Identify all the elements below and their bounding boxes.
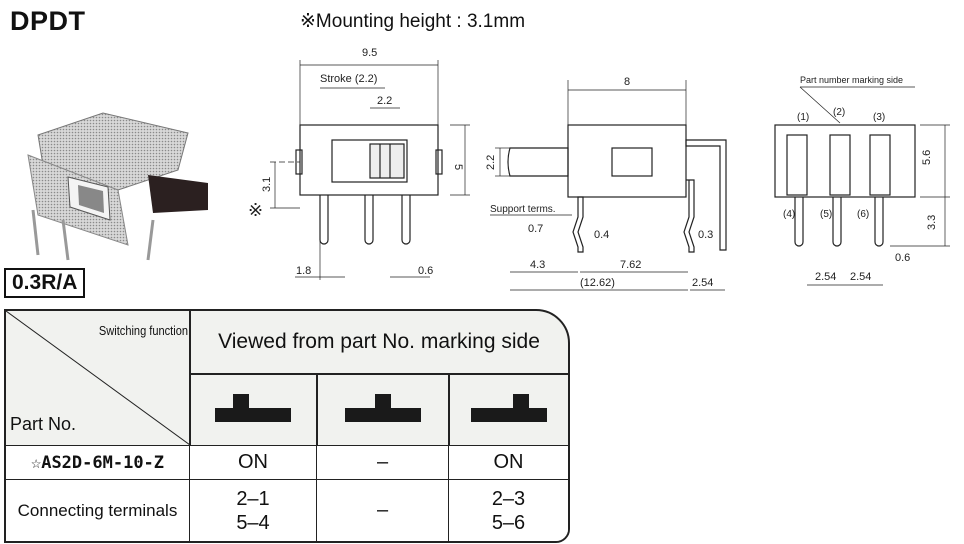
dim-0-4: 0.4	[594, 229, 609, 241]
part-number-cell: ☆AS2D-6M-10-Z	[6, 446, 189, 479]
end-view-drawing: Part number marking side (1) (2) (3) (4)…	[774, 75, 950, 286]
mount-mark: ※	[248, 200, 263, 220]
position-left-icon	[190, 373, 316, 445]
row1-right-value: ON	[449, 446, 568, 479]
mounting-height-note: ※Mounting height : 3.1mm	[300, 11, 526, 32]
dim-width: 9.5	[362, 47, 377, 59]
product-photo	[27, 112, 208, 261]
connecting-terminals-label: Connecting terminals	[6, 480, 189, 541]
terminal-pair: 5–4	[236, 511, 270, 534]
terminal-pair: 2–1	[236, 487, 270, 510]
dim-4-3: 4.3	[530, 259, 545, 271]
dim-pin-width: 0.6	[418, 265, 433, 277]
page-title: DPDT	[10, 6, 86, 36]
dim-pitch-1: 2.54	[815, 271, 836, 283]
terminal-2: (2)	[833, 107, 845, 118]
side-view-drawing: 8 2.2 Support terms. 0.7 0.4 0.3 4.3 7.6…	[485, 76, 727, 291]
dim-5-6: 5.6	[921, 150, 933, 165]
dim-length: 8	[624, 76, 630, 88]
dim-stroke: Stroke (2.2)	[320, 73, 377, 85]
dim-pitch-2: 2.54	[850, 271, 871, 283]
dim-knob-width: 2.2	[377, 95, 392, 107]
dim-height: 5	[452, 164, 464, 170]
dim-0-7: 0.7	[528, 223, 543, 235]
marking-side-label: Part number marking side	[800, 75, 903, 85]
row2-left-value: 2–1 5–4	[190, 480, 316, 541]
dim-7-62: 7.62	[620, 259, 641, 271]
dim-12-62: (12.62)	[580, 277, 615, 289]
terminal-3: (3)	[873, 112, 885, 123]
terminal-4: (4)	[783, 209, 795, 220]
dim-pin-offset: 1.8	[296, 265, 311, 277]
terminal-pair: 2–3	[491, 487, 526, 510]
corner-part-no: Part No.	[10, 413, 77, 434]
terminal-pair: 5–6	[491, 511, 526, 534]
dim-3-3: 3.3	[926, 215, 938, 230]
dim-knob-height: 2.2	[485, 155, 497, 170]
terminal-6: (6)	[857, 209, 869, 220]
corner-diagonal	[6, 311, 190, 445]
table-header: Viewed from part No. marking side	[218, 330, 540, 353]
dim-mount-height: 3.1	[261, 177, 273, 192]
front-view-drawing: 9.5 Stroke (2.2) 2.2 5 3.1 ※ 1.8 0.6	[248, 47, 470, 280]
dim-2-54: 2.54	[692, 277, 713, 289]
row2-center-value: –	[317, 480, 448, 541]
rating-badge: 0.3R/A	[4, 268, 86, 298]
support-terms-label: Support terms.	[490, 204, 556, 215]
dim-0-3: 0.3	[698, 229, 713, 241]
terminal-5: (5)	[820, 209, 832, 220]
actuator-knob	[148, 175, 208, 213]
terminal-1: (1)	[797, 112, 809, 123]
row2-right-value: 2–3 5–6	[449, 480, 568, 541]
dim-pin-width: 0.6	[895, 252, 910, 264]
slider	[78, 185, 104, 213]
corner-switching-function: Switching function	[98, 322, 188, 338]
row1-center-value: –	[317, 446, 448, 479]
row1-left-value: ON	[190, 446, 316, 479]
position-center-icon	[317, 373, 448, 445]
position-right-icon	[449, 373, 568, 445]
switching-function-table: Switching function Part No. Viewed from …	[4, 309, 570, 543]
